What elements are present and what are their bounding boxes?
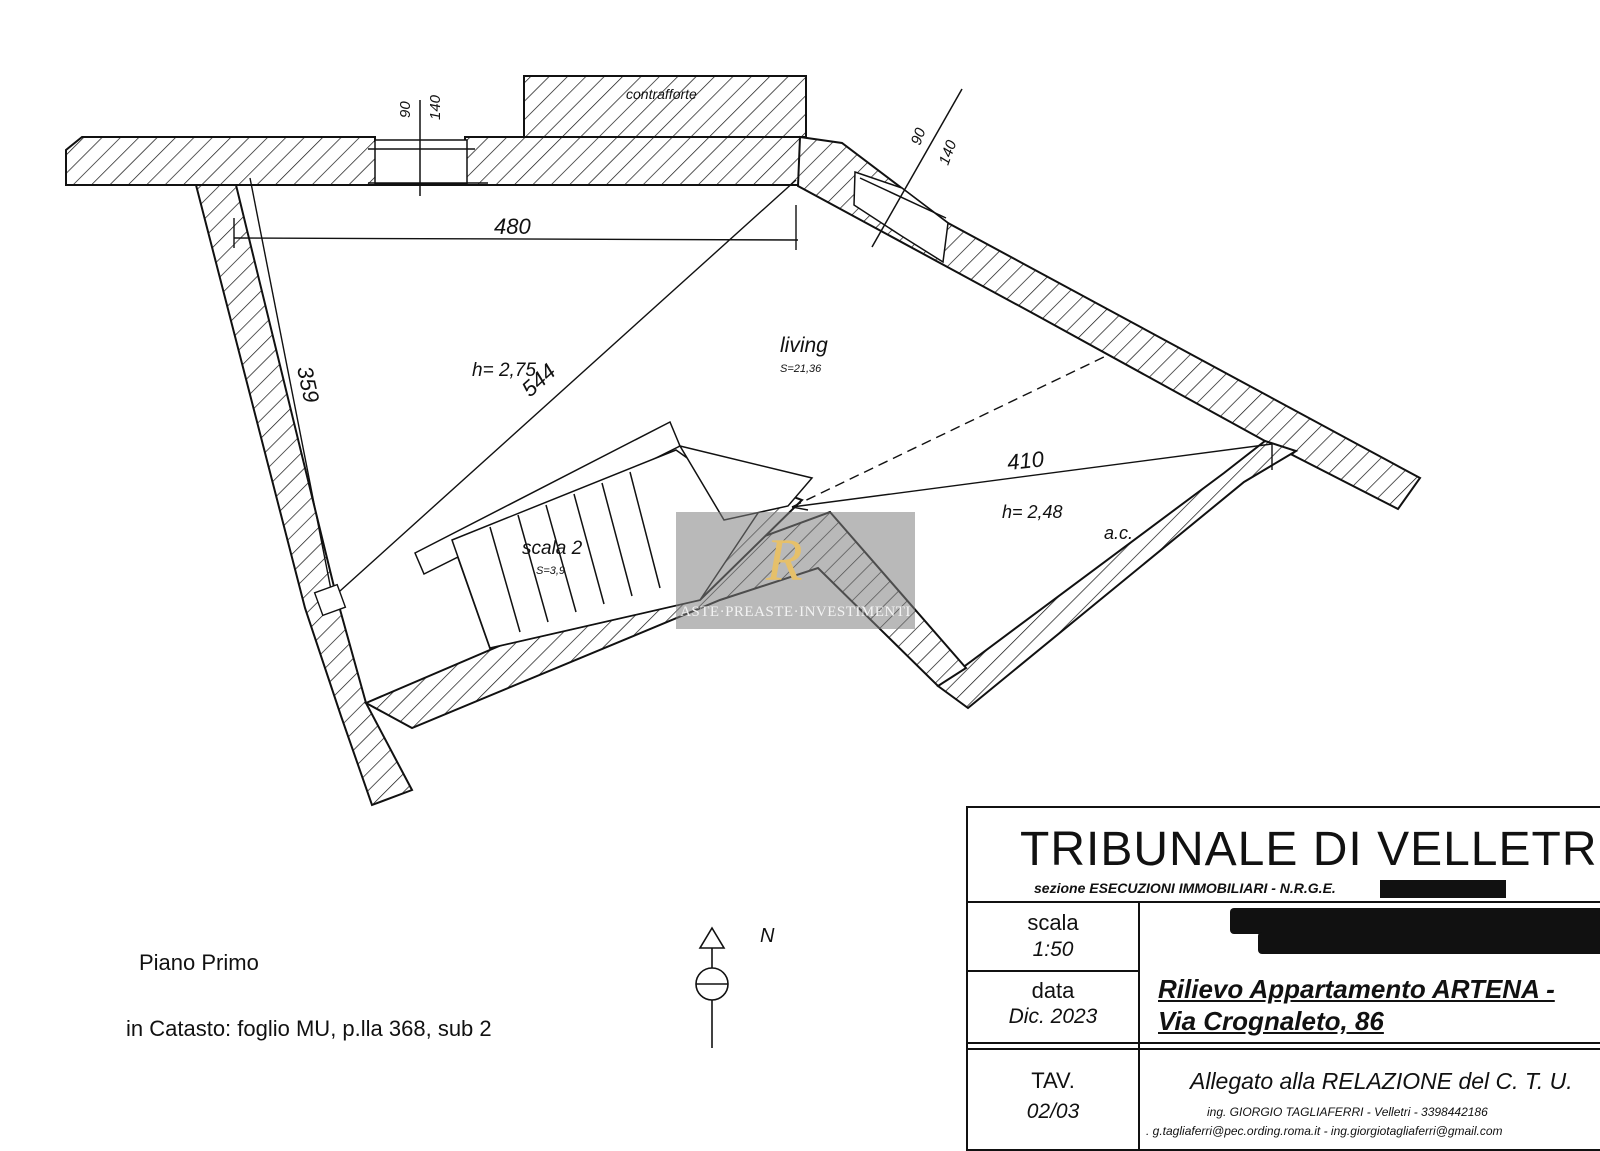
dim-90-top: 90	[397, 101, 414, 118]
court-title: TRIBUNALE DI VELLETRI	[1020, 823, 1600, 876]
watermark-text: ASTE·PREASTE·INVESTIMENTI	[680, 604, 911, 620]
stairs-label: scala 2	[522, 538, 583, 559]
dim-line-480	[233, 237, 799, 241]
title-block-vertical	[1138, 901, 1140, 1149]
dim-90-right: 90	[908, 125, 930, 147]
redacted-nrge	[1380, 880, 1506, 898]
upper-right-wall	[796, 135, 1422, 511]
dim-line-410	[791, 443, 1273, 508]
area-living-label: S=21,36	[780, 363, 822, 375]
window-top	[374, 139, 468, 185]
height-ac-label: h= 2,48	[1002, 502, 1063, 522]
dim-line-359	[249, 177, 335, 606]
dimensions	[233, 177, 1273, 617]
survey-title: Rilievo Appartamento ARTENA -	[1158, 974, 1555, 1004]
title-block: TRIBUNALE DI VELLETRI sezione ESECUZIONI…	[966, 806, 1600, 1151]
date-label: data	[1031, 978, 1075, 1003]
scale-value: 1:50	[1032, 938, 1074, 961]
title-block-divider	[968, 901, 1600, 903]
cadastre-label: in Catasto: foglio MU, p.lla 368, sub 2	[126, 1016, 492, 1041]
north-label: N	[760, 925, 775, 947]
ac-label: a.c.	[1104, 523, 1133, 543]
engineer-emails: . g.tagliaferri@pec.ording.roma.it - ing…	[1146, 1124, 1503, 1138]
dim-480-label: 480	[494, 214, 531, 239]
dim-410-label: 410	[1006, 446, 1046, 475]
tav-label: TAV.	[1031, 1068, 1075, 1093]
windows	[368, 88, 963, 264]
column	[313, 583, 347, 617]
window-right	[853, 170, 949, 264]
tav-value: 02/03	[1026, 1100, 1080, 1123]
lower-right-wall	[936, 439, 1299, 710]
property-address: Via Crognaleto, 86	[1158, 1006, 1384, 1036]
buttress-label: contrafforte	[626, 86, 697, 102]
dim-line-544	[329, 179, 797, 601]
redacted-party-2	[1258, 932, 1600, 954]
dashed-diagonal	[791, 355, 1107, 508]
stairs-area-label: S=3,9	[536, 565, 565, 577]
floor-label: Piano Primo	[139, 950, 259, 975]
watermark: R ASTE·PREASTE·INVESTIMENTI	[676, 512, 915, 629]
title-block-divider	[968, 1048, 1600, 1050]
left-wall	[194, 184, 414, 807]
watermark-monogram: R	[766, 527, 803, 593]
scale-label: scala	[1027, 910, 1079, 935]
height-living-label: h= 2,75	[472, 360, 536, 381]
redacted-party-1	[1230, 908, 1600, 934]
walls	[65, 75, 1422, 807]
title-block-divider	[968, 970, 1138, 972]
date-value: Dic. 2023	[1008, 1005, 1098, 1028]
north-arrow-triangle	[698, 926, 726, 949]
attachment-note: Allegato alla RELAZIONE del C. T. U.	[1190, 1068, 1573, 1094]
court-section: sezione ESECUZIONI IMMOBILIARI - N.R.G.E…	[1034, 880, 1336, 896]
north-arrow	[695, 926, 729, 1048]
dim-140-top: 140	[427, 94, 444, 120]
engineer-contact: ing. GIORGIO TAGLIAFERRI - Velletri - 33…	[1207, 1105, 1488, 1119]
stair-wedge	[678, 444, 814, 521]
dim-359-label: 359	[292, 364, 324, 405]
dim-140-right: 140	[936, 137, 961, 167]
room-living-label: living	[780, 334, 828, 357]
title-block-divider	[968, 1042, 1600, 1044]
